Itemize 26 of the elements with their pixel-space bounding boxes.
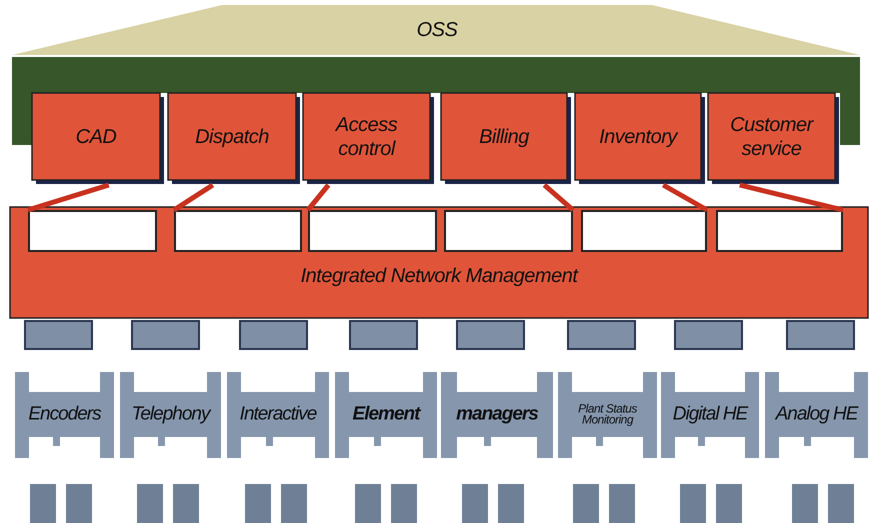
element-manager-block xyxy=(441,372,553,458)
block-label: Plant Status Monitoring xyxy=(577,404,638,426)
slot-box xyxy=(174,210,302,252)
block-label: Element xyxy=(352,404,422,426)
element-manager-block xyxy=(765,372,868,458)
block-label: Telephony xyxy=(130,404,212,426)
element-manager-block xyxy=(558,372,657,458)
element-manager-block xyxy=(15,372,114,458)
block-label: managers xyxy=(455,404,539,426)
block-label: Analog HE xyxy=(774,404,860,426)
element-manager-block xyxy=(661,372,759,458)
slot-box xyxy=(581,210,707,252)
slot-box xyxy=(28,210,157,252)
slot-box xyxy=(444,210,573,252)
element-manager-block xyxy=(335,372,437,458)
element-manager-block xyxy=(120,372,221,458)
management-band xyxy=(10,207,868,318)
slot-box xyxy=(716,210,843,252)
connector-band xyxy=(306,183,330,212)
block-label: Interactive xyxy=(238,404,318,426)
block-label: Digital HE xyxy=(672,404,749,426)
band-label: Integrated Network Management xyxy=(300,265,580,288)
layer-title: OSS xyxy=(416,19,458,42)
slot-box xyxy=(308,210,437,252)
block-label: Encoders xyxy=(27,404,102,426)
element-manager-block xyxy=(227,372,329,458)
